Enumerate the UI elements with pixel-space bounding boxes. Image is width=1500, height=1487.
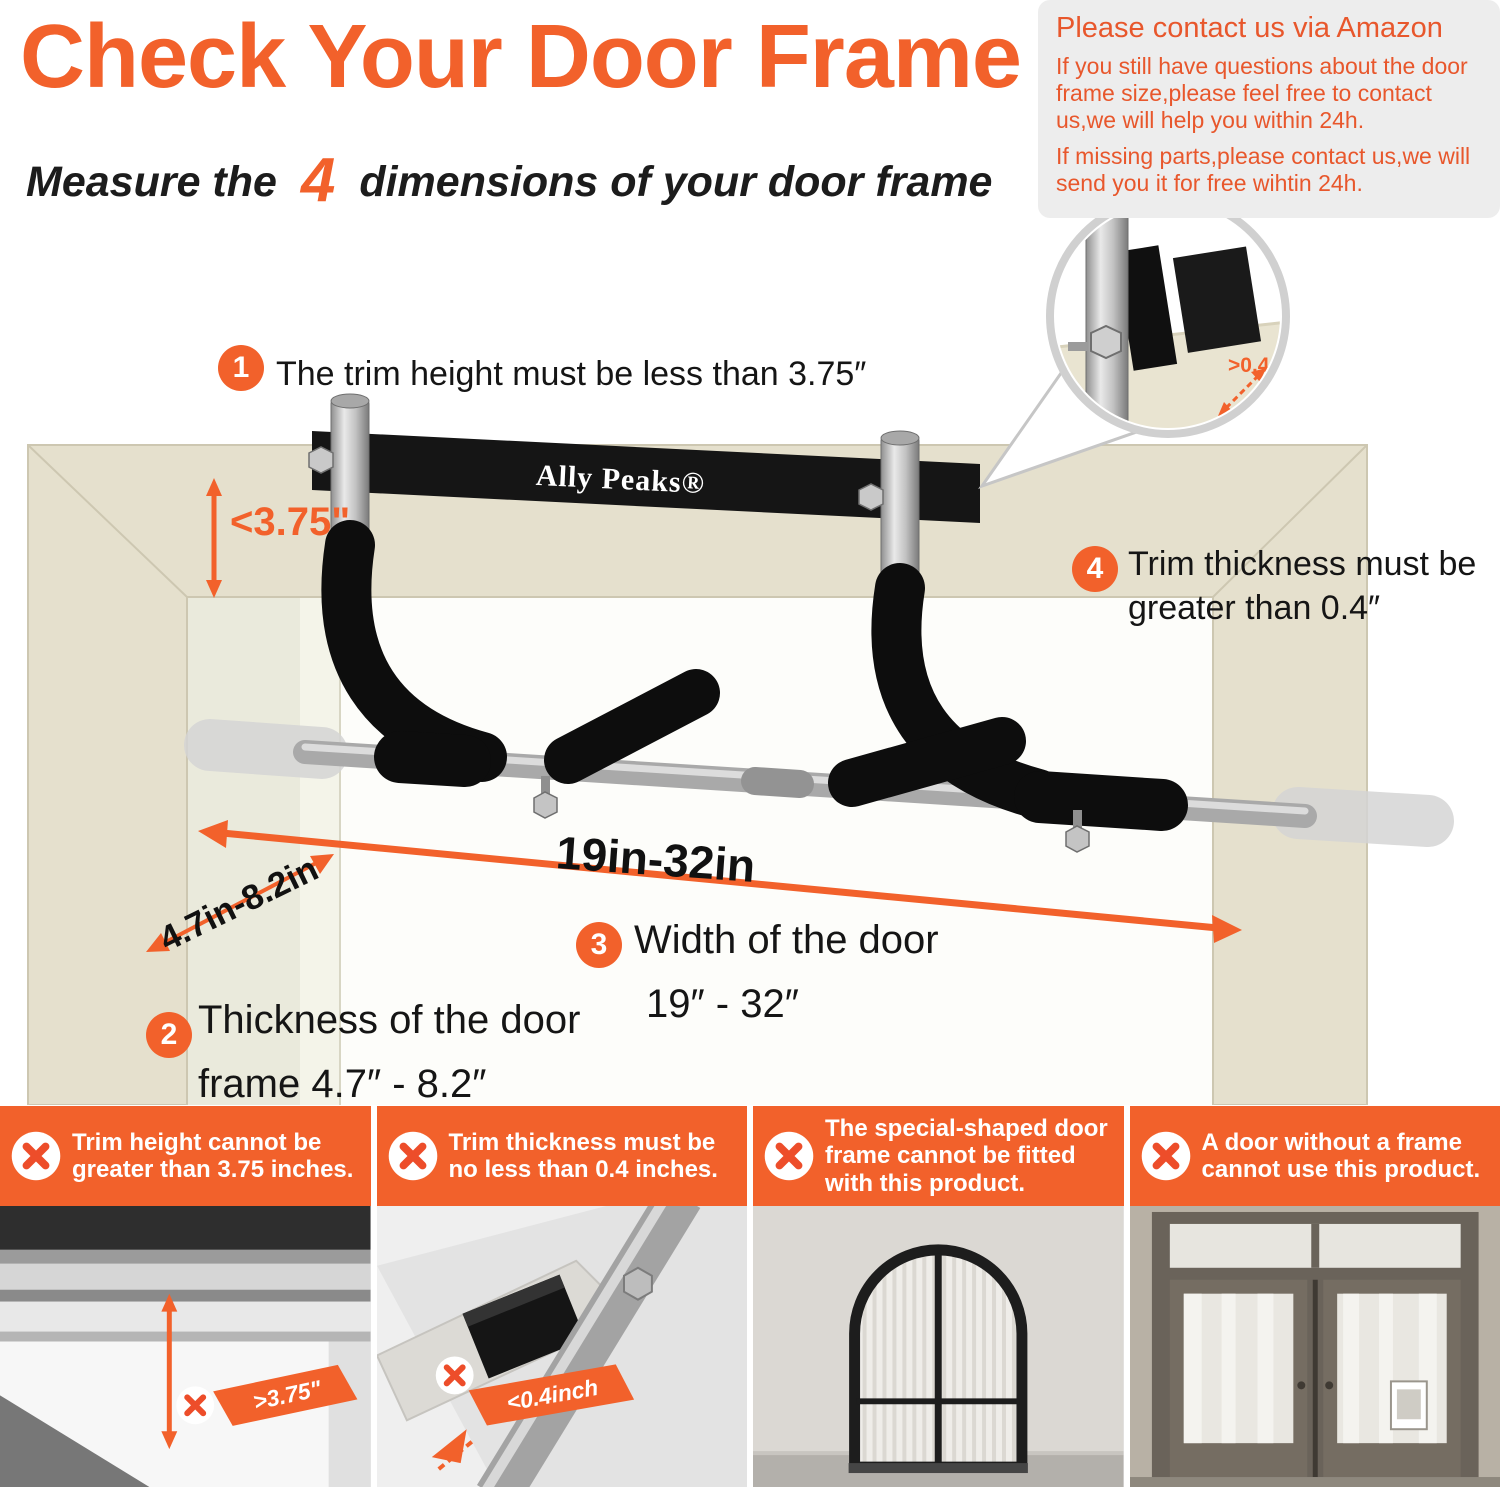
warning-photo-arched-door <box>753 1206 1124 1487</box>
warning-header: A door without a frame cannot use this p… <box>1129 1106 1500 1206</box>
warning-panel-no-frame: A door without a frame cannot use this p… <box>1129 1106 1500 1487</box>
annotation-3-text: Width of the door 19″ - 32″ <box>634 918 939 1026</box>
magnified-post <box>1085 205 1129 428</box>
page-title: Check Your Door Frame <box>20 7 1022 107</box>
x-mark-icon <box>435 1356 474 1395</box>
warning-header: The special-shaped door frame cannot be … <box>753 1106 1124 1206</box>
warning-panel-trim-height: Trim height cannot be greater than 3.75 … <box>0 1106 371 1487</box>
warning-text: Trim thickness must be no less than 0.4 … <box>448 1128 718 1183</box>
foam-grip <box>1014 771 1188 831</box>
x-circle-icon <box>764 1131 814 1181</box>
mounting-rail <box>312 431 980 523</box>
warning-panel-trim-thickness: Trim thickness must be no less than 0.4 … <box>376 1106 747 1487</box>
warning-panel-special-frame: The special-shaped door frame cannot be … <box>753 1106 1124 1487</box>
left-post <box>308 393 370 562</box>
hex-bolt-icon <box>622 1266 653 1301</box>
ribbon-label: >3.75" <box>213 1364 358 1426</box>
warning-header: Trim height cannot be greater than 3.75 … <box>0 1106 371 1206</box>
hex-bolt-icon <box>858 483 884 511</box>
warning-text: The special-shaped door frame cannot be … <box>825 1115 1108 1197</box>
left-door <box>1169 1279 1307 1478</box>
annotation-3-badge: 3 <box>576 922 622 968</box>
foam-grip <box>374 731 491 787</box>
frame-thickness-arrow <box>146 854 334 952</box>
right-foam-arm <box>871 563 1063 819</box>
hex-bolt-icon <box>533 776 1090 853</box>
subtitle-post: dimensions of your door frame <box>359 158 993 206</box>
annotation-2-text: Thickness of the door frame 4.7″ - 8.2″ <box>198 998 581 1106</box>
contact-box: Please contact us via Amazon If you stil… <box>1038 0 1500 218</box>
height-arrow <box>161 1293 178 1450</box>
contact-line-2: If missing parts,please contact us,we wi… <box>1056 142 1471 196</box>
subtitle: Measure the 4 dimensions of your door fr… <box>26 140 993 215</box>
angled-handle <box>544 669 720 784</box>
annotation-4-text: Trim thickness must be greater than 0.4″ <box>1128 545 1477 628</box>
annotation-1-badge: 1 <box>218 345 264 391</box>
warning-row: Trim height cannot be greater than 3.75 … <box>0 1106 1500 1487</box>
annotation-4-badge: 4 <box>1072 546 1118 592</box>
pull-up-bar: Ally Peaks® <box>184 393 1454 853</box>
trim-height-label: <3.75" <box>230 500 351 544</box>
warning-photo-trim-thickness: <0.4inch <box>376 1206 747 1487</box>
contact-title: Please contact us via Amazon <box>1056 12 1443 44</box>
hex-bolt-icon <box>1090 324 1122 360</box>
x-circle-icon <box>388 1131 437 1181</box>
hex-bolt-icon <box>308 446 334 474</box>
door-width-arrow <box>198 820 1242 943</box>
warning-text: A door without a frame cannot use this p… <box>1201 1128 1481 1183</box>
annotation-1-text: The trim height must be less than 3.75″ <box>276 355 867 393</box>
trim-height-arrow <box>206 478 222 598</box>
x-circle-icon <box>1141 1131 1190 1181</box>
trim-block <box>1172 246 1262 353</box>
hook-block <box>462 1274 586 1379</box>
subtitle-pre: Measure the <box>26 158 277 206</box>
contact-line-1: If you still have questions about the do… <box>1056 53 1468 133</box>
hook-plate <box>1114 245 1178 371</box>
magnifier-inset: >0.4 in <box>978 194 1294 489</box>
warning-photo-frameless-door <box>1129 1206 1500 1487</box>
warning-header: Trim thickness must be no less than 0.4 … <box>376 1106 747 1206</box>
angled-handle <box>828 717 1026 807</box>
silver-tube <box>476 1206 700 1487</box>
warning-photo-trim-height: >3.75" <box>0 1206 371 1487</box>
subtitle-number: 4 <box>300 146 336 215</box>
annotation-2-badge: 2 <box>146 1012 192 1058</box>
warning-text: Trim height cannot be greater than 3.75 … <box>72 1128 354 1183</box>
magnifier-label: >0.4 in <box>1228 354 1294 377</box>
x-circle-icon <box>11 1131 61 1181</box>
right-door <box>1322 1279 1461 1478</box>
x-mark-icon <box>176 1386 215 1425</box>
